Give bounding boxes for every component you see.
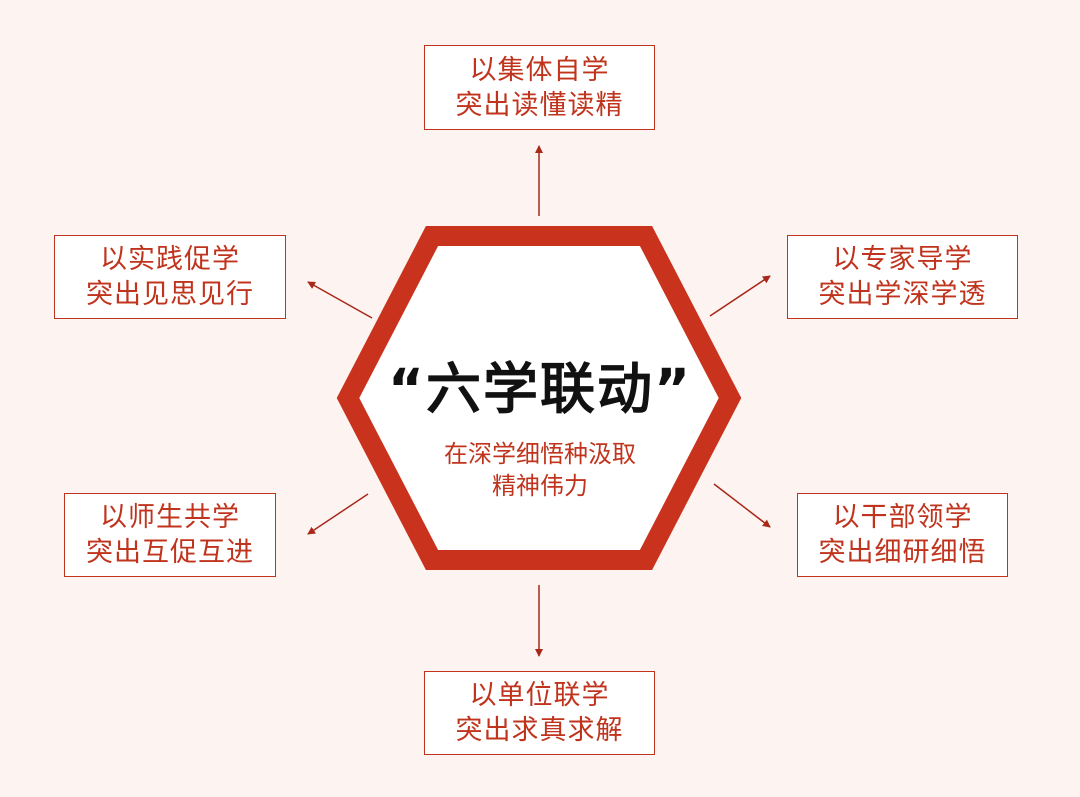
center-subtitle-line1: 在深学细悟种汲取 (444, 440, 636, 468)
node-upper-left-line1: 以实践促学 (100, 244, 240, 275)
node-bottom-line1: 以单位联学 (469, 680, 610, 711)
center-hexagon (336, 226, 742, 570)
arrow-to-lower-left (307, 493, 369, 535)
node-top-line1: 以集体自学 (469, 54, 610, 86)
arrow-to-lower-right (713, 483, 771, 528)
node-upper-right-line2: 突出学深学透 (818, 279, 987, 310)
node-box-bottom: 以单位联学 突出求真求解 (424, 671, 655, 755)
node-box-upper-right: 以专家导学 突出学深学透 (787, 235, 1018, 319)
node-box-lower-right: 以干部领学 突出细研细悟 (797, 493, 1008, 577)
arrow-to-upper-right (709, 275, 771, 317)
center-title: “六学联动” (387, 357, 693, 421)
center-subtitle: 在深学细悟种汲取 精神伟力 (390, 438, 690, 502)
node-lower-left-line2: 突出互促互进 (86, 537, 254, 568)
node-bottom-line2: 突出求真求解 (455, 715, 624, 746)
node-lower-right-line2: 突出细研细悟 (818, 537, 987, 568)
node-box-lower-left: 以师生共学 突出互促互进 (64, 493, 276, 577)
center-subtitle-line2: 精神伟力 (492, 472, 588, 500)
node-top-line2: 突出读懂读精 (455, 89, 624, 121)
node-box-top: 以集体自学 突出读懂读精 (424, 45, 655, 130)
node-upper-right-line1: 以专家导学 (832, 244, 973, 275)
node-lower-left-line1: 以师生共学 (100, 502, 240, 533)
node-upper-left-line2: 突出见思见行 (86, 279, 254, 310)
arrow-to-upper-left (307, 281, 373, 319)
node-lower-right-line1: 以干部领学 (832, 502, 973, 533)
node-box-upper-left: 以实践促学 突出见思见行 (54, 235, 286, 319)
